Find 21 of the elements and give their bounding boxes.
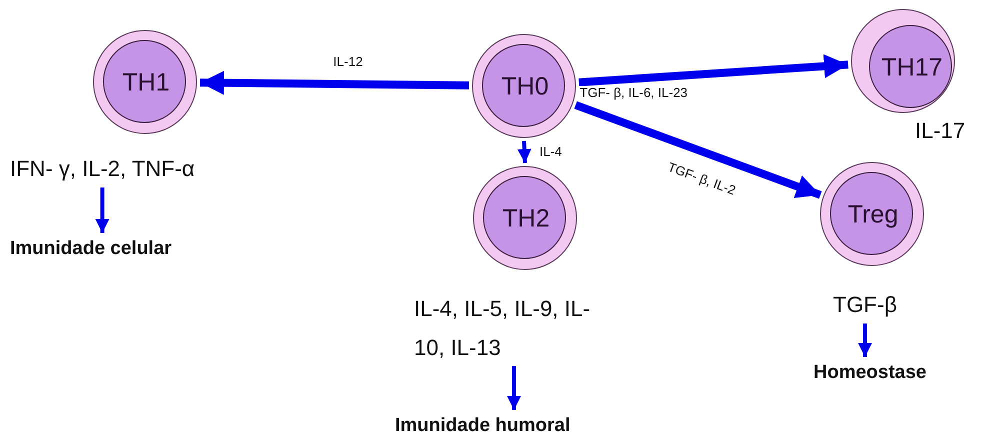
arrow <box>95 188 110 233</box>
cell-label: TH0 <box>501 72 549 102</box>
cytokine-text: IL-17 <box>915 118 966 144</box>
cytokine-text: TGF-β <box>833 286 897 324</box>
cell-label: TH17 <box>881 54 943 82</box>
cytokine-text: IL-4, IL-5, IL-9, IL-10, IL-13 <box>414 290 614 367</box>
arrow <box>858 324 872 357</box>
edge-label: TGF- β, IL-2 <box>664 159 738 199</box>
cell-label: TH2 <box>502 204 550 234</box>
outcome-text: Imunidade celular <box>10 232 172 266</box>
arrow <box>507 366 521 410</box>
outcome-text: Homeostase <box>814 356 926 390</box>
cell-label: Treg <box>848 200 898 230</box>
arrow <box>574 101 822 199</box>
outcome-text: Imunidade humoral <box>395 409 570 436</box>
arrow <box>200 70 470 95</box>
arrow <box>578 54 848 86</box>
arrow <box>517 140 532 164</box>
cell-label: TH1 <box>122 68 170 98</box>
cytokine-text: IFN- γ, IL-2, TNF-α <box>10 150 195 188</box>
edge-label: TGF- β, IL-6, IL-23 <box>578 86 690 100</box>
